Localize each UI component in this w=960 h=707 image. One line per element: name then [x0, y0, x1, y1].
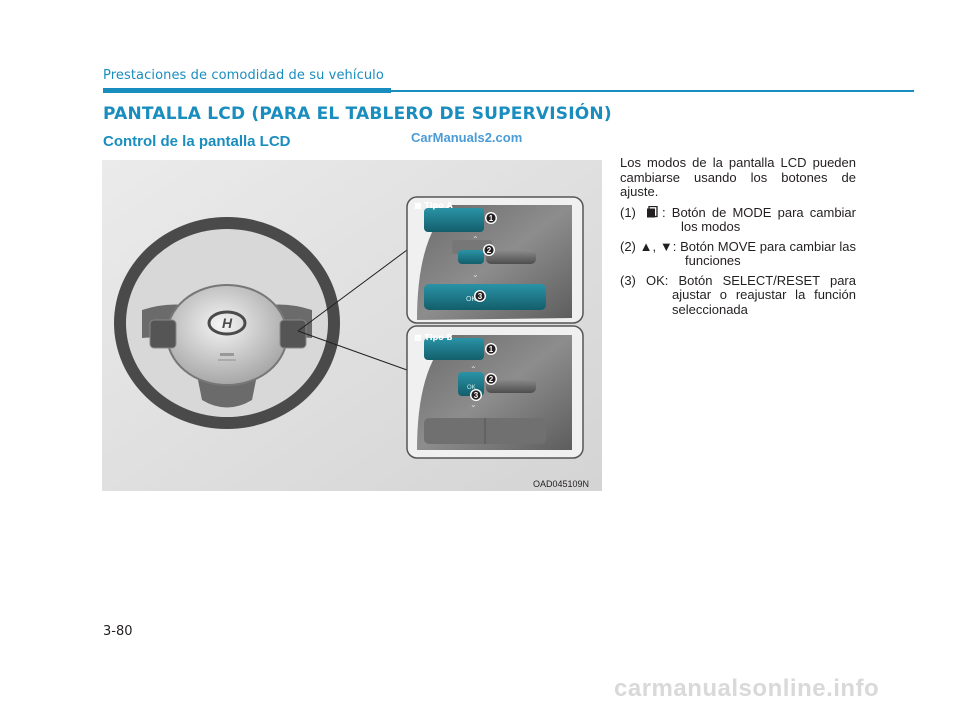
subsection-title: Control de la pantalla LCD — [103, 133, 291, 150]
svg-text:⌃: ⌃ — [472, 235, 479, 244]
body-text: Los modos de la pantalla LCD pueden camb… — [620, 155, 856, 322]
svg-text:⌄: ⌄ — [472, 270, 479, 279]
item-2-text: : Botón MOVE para cambiar las funciones — [672, 238, 856, 268]
item-3-number: (3) — [620, 272, 636, 288]
callout-a-1: 1 — [489, 214, 494, 223]
item-3-key: OK — [646, 272, 665, 288]
arrow-up-down-icon: ▲, ▼ — [639, 238, 673, 254]
type-b-label: ■ Tipo B — [414, 333, 453, 342]
type-a-label: ■ Tipo A — [414, 201, 454, 210]
callout-b-1: 1 — [489, 345, 494, 354]
svg-text:H: H — [222, 315, 233, 331]
callout-b-3: 3 — [474, 391, 479, 400]
intro-paragraph: Los modos de la pantalla LCD pueden camb… — [620, 155, 856, 199]
list-item-move: (2) ▲, ▼: Botón MOVE para cambiar las fu… — [620, 238, 856, 269]
steering-wheel-illustration: H OK ⌃ ⌄ ■ Tipo A 1 2 — [102, 160, 602, 491]
header-rule-thick — [103, 88, 391, 93]
item-3-text: : Botón SELECT/RESET para ajustar o reaj… — [664, 272, 856, 317]
item-2-number: (2) — [620, 238, 636, 254]
item-1-number: (1) — [620, 204, 636, 220]
figure-code: OAD045109N — [533, 479, 590, 489]
svg-text:⌄: ⌄ — [470, 400, 477, 409]
item-1-text: : Botón de MODE para cambiar los modos — [662, 204, 856, 234]
watermark-link[interactable]: CarManuals2.com — [411, 130, 523, 145]
svg-text:⌃: ⌃ — [470, 365, 477, 374]
type-a-panel: OK ⌃ ⌄ ■ Tipo A 1 2 3 — [406, 196, 584, 324]
page-number: 3-80 — [103, 624, 133, 639]
ok-label-a: OK — [466, 296, 476, 303]
header-rule-thin — [391, 90, 914, 92]
callout-b-2: 2 — [489, 375, 494, 384]
steering-wheel-figure: H OK ⌃ ⌄ ■ Tipo A 1 2 — [102, 160, 602, 491]
list-item-mode: (1) : Botón de MODE para cambiar los mod… — [620, 204, 856, 235]
mode-button-icon — [647, 205, 658, 217]
type-b-panel: OK ⌃ ⌄ ■ Tipo B 1 2 3 — [406, 325, 584, 459]
section-title: PANTALLA LCD (PARA EL TABLERO DE SUPERVI… — [103, 104, 612, 124]
footer-watermark[interactable]: carmanualsonline.info — [614, 675, 880, 702]
list-item-ok: (3) OK: Botón SELECT/RESET para ajustar … — [620, 272, 856, 318]
running-header: Prestaciones de comodidad de su vehículo — [103, 68, 384, 83]
callout-a-3: 3 — [478, 292, 483, 301]
ok-label-b: OK — [467, 385, 476, 391]
callout-a-2: 2 — [487, 246, 492, 255]
